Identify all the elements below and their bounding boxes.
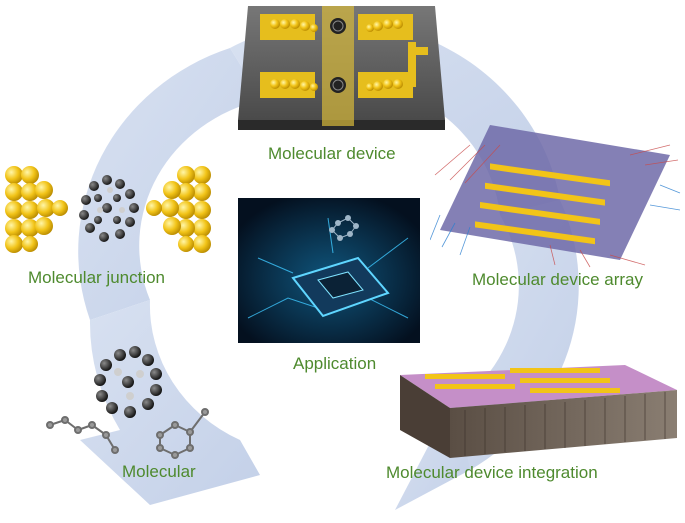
application-chip-illustration xyxy=(238,198,420,343)
label-application: Application xyxy=(293,354,377,373)
molecular-device-illustration xyxy=(238,6,445,130)
label-molecular-device: Molecular device xyxy=(268,144,396,163)
label-molecular-device-integration: Molecular device integration xyxy=(386,463,598,482)
molecular-device-array-illustration xyxy=(430,125,681,268)
molecular-device-integration-illustration xyxy=(400,365,677,458)
molecular-illustration xyxy=(46,346,209,459)
label-molecular-junction: Molecular junction xyxy=(28,268,166,287)
label-molecular: Molecular xyxy=(122,462,196,481)
label-molecular-device-array: Molecular device array xyxy=(472,270,644,289)
molecular-junction-illustration xyxy=(5,166,211,253)
